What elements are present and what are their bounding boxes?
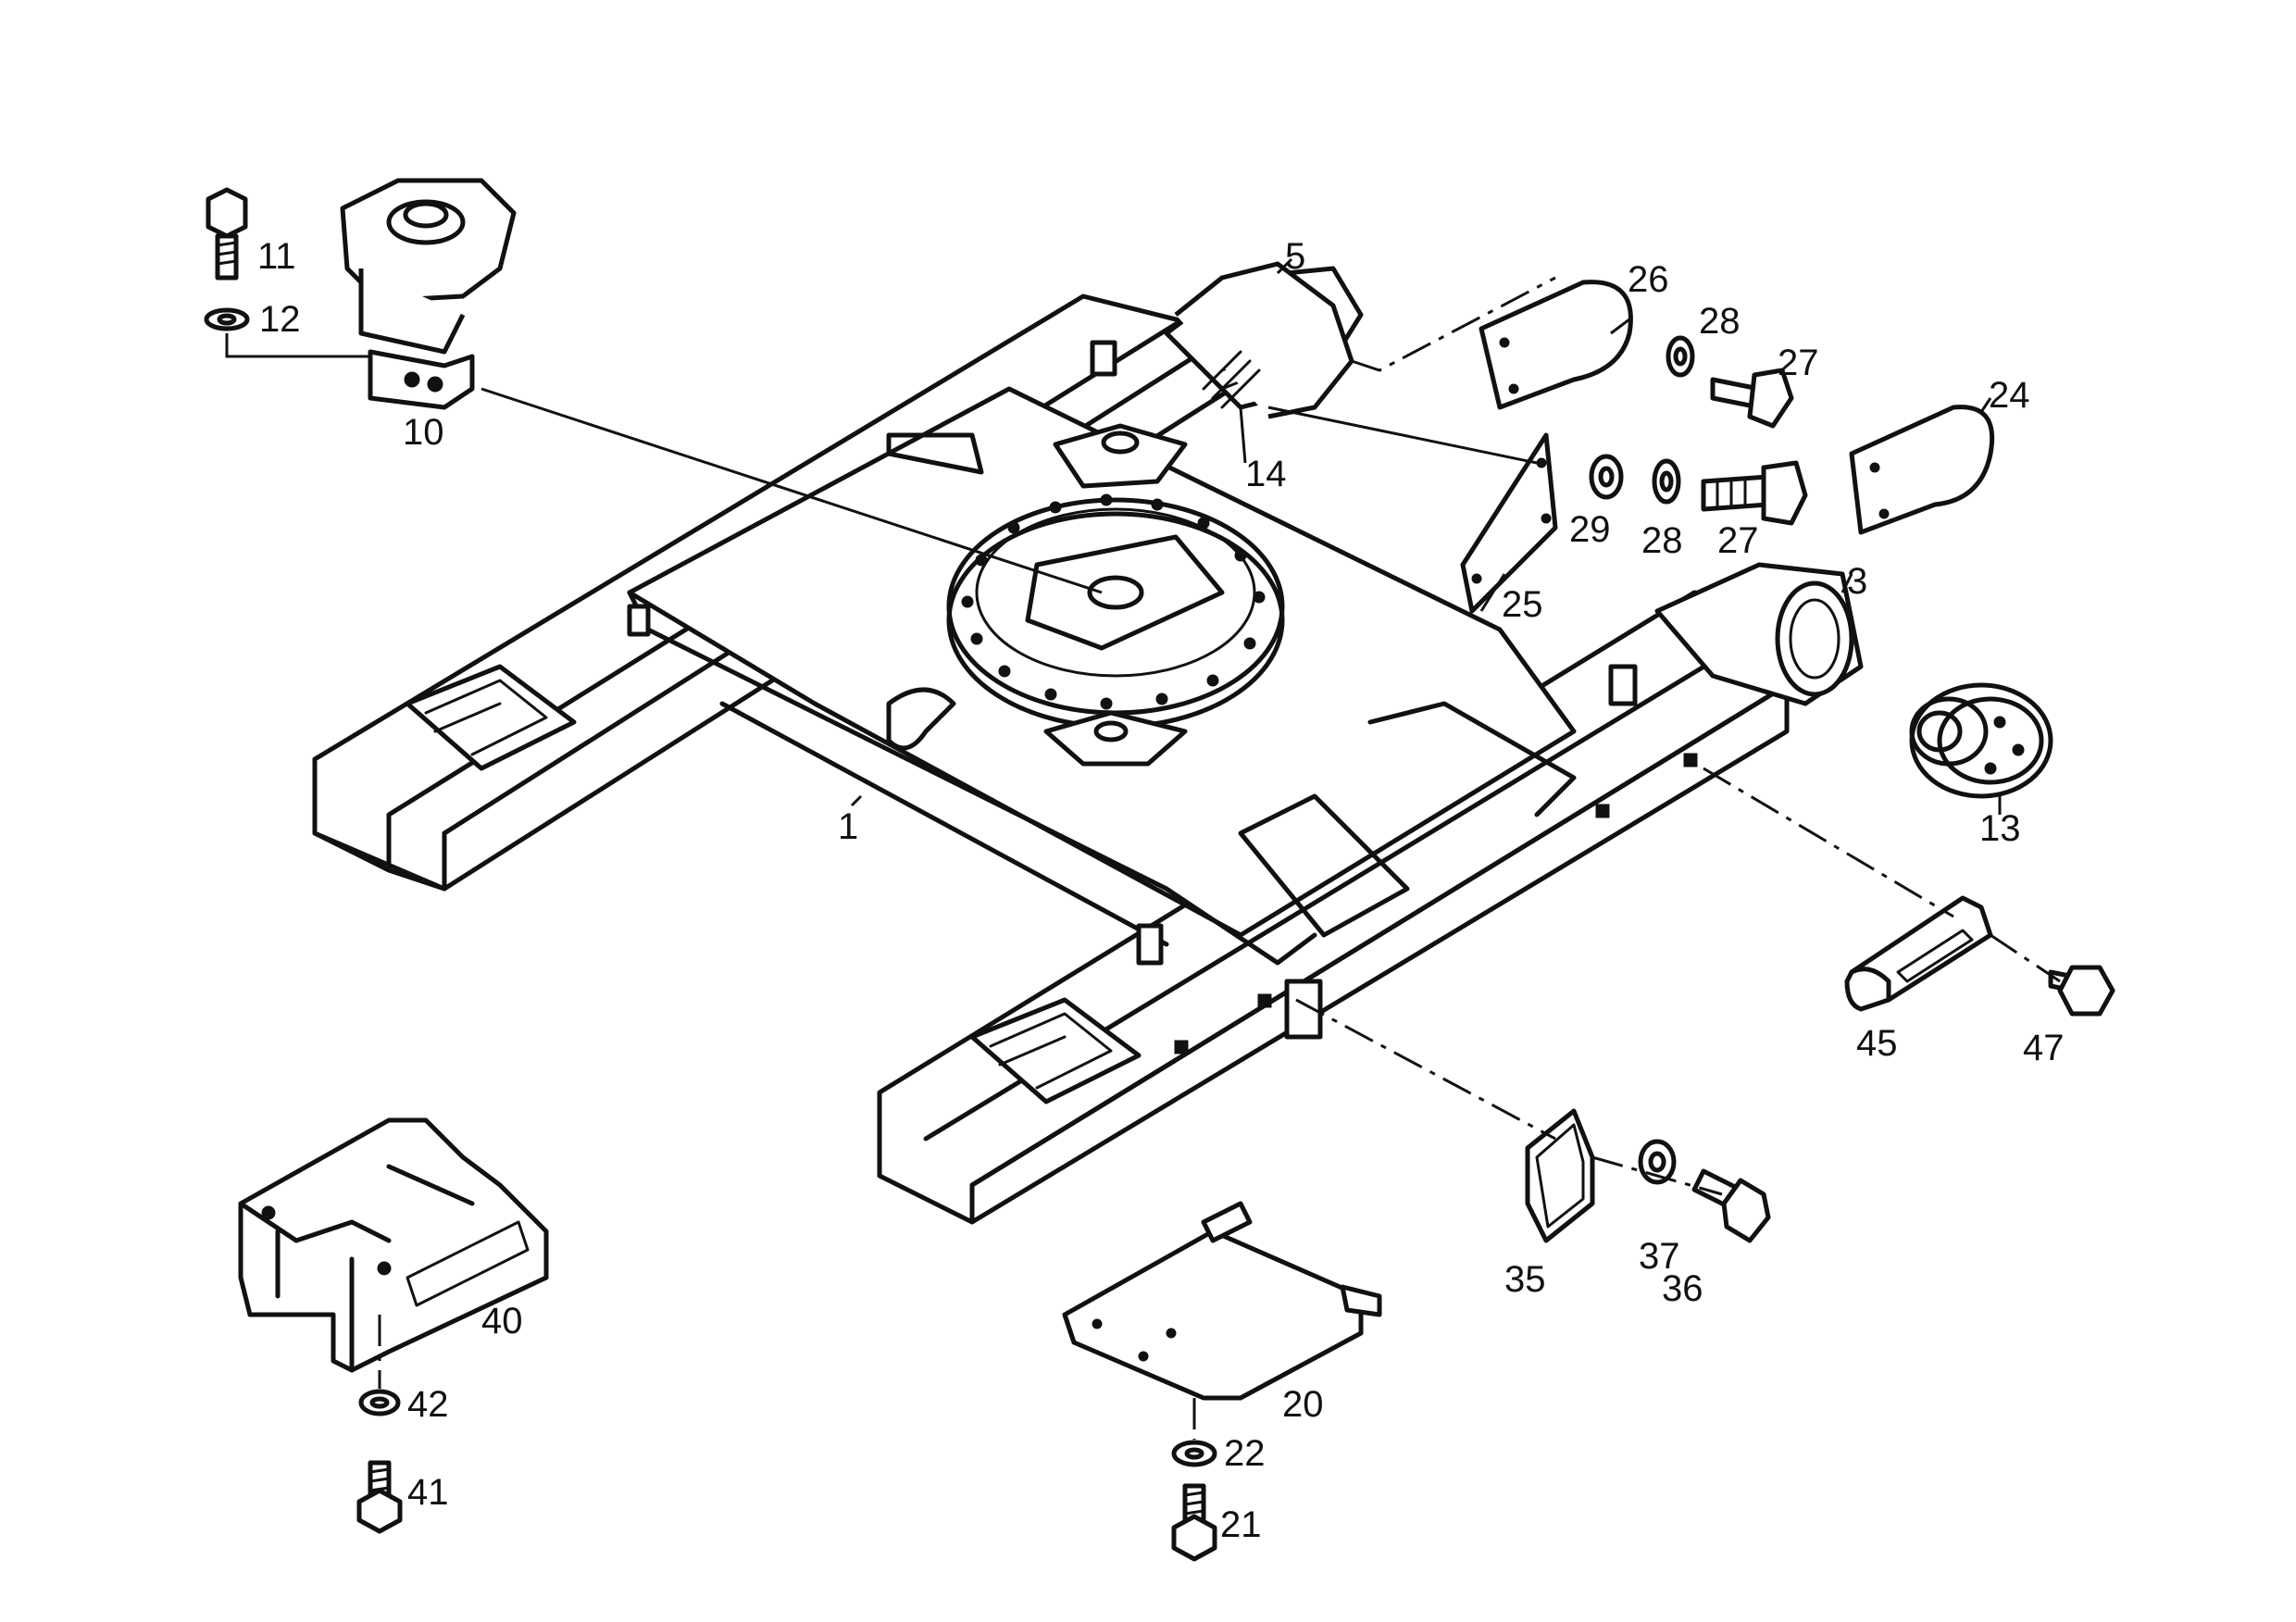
mount-5 xyxy=(1174,261,1354,419)
callout-42: 42 xyxy=(407,1384,449,1425)
callout-5: 5 xyxy=(1285,236,1305,277)
callout-1: 1 xyxy=(838,806,858,847)
callout-21: 21 xyxy=(1220,1504,1262,1545)
bolt-36 xyxy=(1691,1168,1771,1243)
cover-20 xyxy=(1062,1201,1382,1401)
washer-28-lower xyxy=(1652,458,1681,505)
callout-25: 25 xyxy=(1502,584,1543,625)
callout-36: 36 xyxy=(1662,1268,1703,1309)
bolt-27-lower xyxy=(1701,460,1808,526)
bolt-41 xyxy=(356,1460,403,1534)
cover-24 xyxy=(1849,405,1995,535)
swing-circle-bolt-holes xyxy=(961,493,1266,710)
guide-40 xyxy=(238,1117,549,1373)
callout-29: 29 xyxy=(1569,509,1611,550)
cover-35 xyxy=(1525,1108,1595,1243)
plate-25 xyxy=(1460,432,1558,614)
guard-45 xyxy=(1844,895,1993,1012)
callout-20: 20 xyxy=(1282,1384,1324,1425)
fitting-14 xyxy=(1202,350,1261,409)
washer-28-upper xyxy=(1666,335,1695,378)
callout-14: 14 xyxy=(1245,454,1287,494)
motor-13 xyxy=(1909,682,2053,799)
callout-11: 11 xyxy=(257,236,296,277)
bolt-47 xyxy=(2048,965,2115,1017)
washer-37 xyxy=(1638,1139,1677,1185)
callout-45: 45 xyxy=(1856,1023,1898,1064)
callout-35: 35 xyxy=(1504,1259,1546,1300)
cover-26 xyxy=(1479,280,1633,410)
callout-27-upper: 27 xyxy=(1778,343,1819,383)
washer-22 xyxy=(1171,1440,1217,1467)
washer-12 xyxy=(204,307,250,331)
washer-29 xyxy=(1589,454,1624,500)
callout-47: 47 xyxy=(2023,1028,2065,1068)
callout-28-upper: 28 xyxy=(1699,301,1741,342)
callout-28-lower: 28 xyxy=(1641,520,1683,561)
bolt-11 xyxy=(206,187,248,281)
swivel-joint xyxy=(340,178,517,410)
callout-24: 24 xyxy=(1989,375,2030,416)
callout-40: 40 xyxy=(481,1301,523,1341)
callout-37: 37 xyxy=(1639,1236,1680,1277)
callout-10: 10 xyxy=(403,412,444,453)
callout-26: 26 xyxy=(1628,259,1669,300)
bolt-21 xyxy=(1171,1483,1217,1562)
leader-lines xyxy=(225,257,2061,1440)
bolt-27-upper xyxy=(1710,368,1794,429)
washer-42 xyxy=(358,1389,401,1416)
callout-12: 12 xyxy=(259,299,301,340)
callout-labels: 1 3 5 10 11 12 13 14 20 21 22 24 25 26 2… xyxy=(257,236,2065,1545)
callout-22: 22 xyxy=(1224,1433,1266,1474)
callout-41: 41 xyxy=(407,1472,449,1513)
callout-13: 13 xyxy=(1979,808,2021,849)
callout-27-lower: 27 xyxy=(1717,520,1759,561)
callout-3: 3 xyxy=(1847,561,1867,602)
